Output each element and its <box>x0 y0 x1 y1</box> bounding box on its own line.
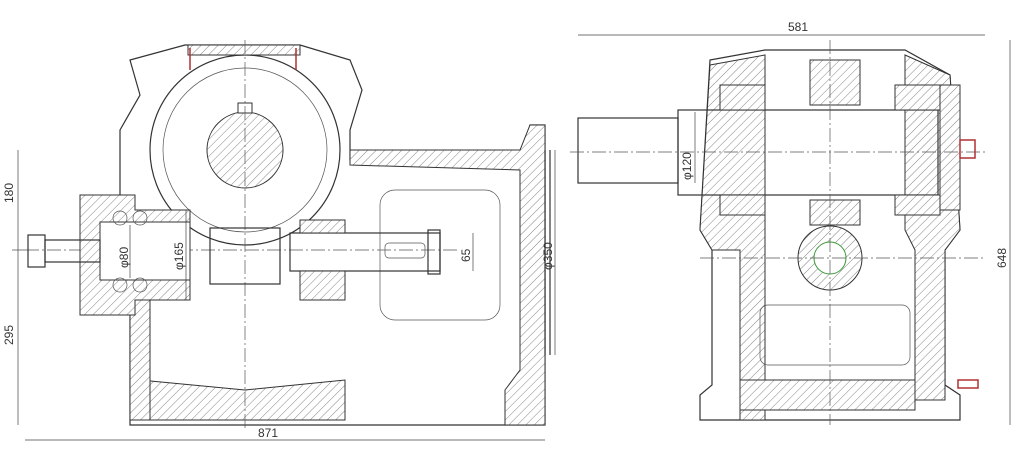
dim-side-height: 648 <box>995 248 1009 268</box>
front-view: 871 180 295 φ80 φ165 65 φ350 <box>2 40 556 441</box>
housing-wall-hatch <box>349 124 546 426</box>
bearing-bore <box>99 221 191 281</box>
shaft-key <box>384 242 426 259</box>
input-nut <box>27 234 46 268</box>
output-shaft <box>289 232 441 272</box>
drain-plug <box>957 379 979 389</box>
dim-bearing-dia: φ80 <box>117 247 131 268</box>
bearing-left-lower <box>719 194 766 216</box>
dim-worm-dia: φ165 <box>172 242 186 270</box>
top-cover <box>187 44 301 56</box>
bearing-left <box>719 84 766 111</box>
side-housing-outline <box>699 49 961 421</box>
bearing-ball <box>112 210 128 226</box>
bearing-ball <box>132 277 148 293</box>
dim-lower-height: 295 <box>2 325 16 345</box>
side-base-hatch <box>739 379 916 411</box>
dim-side-shaft-dia: φ120 <box>680 152 694 180</box>
vent-plug <box>959 139 976 159</box>
dim-shaft-dia: 65 <box>459 248 473 262</box>
dim-side-width: 581 <box>788 20 808 34</box>
bottom-inspection-hole <box>379 189 501 321</box>
lower-cavity <box>759 304 911 366</box>
side-wall-hatch <box>699 54 766 421</box>
bearing-ball <box>132 210 148 226</box>
worm <box>209 227 281 285</box>
dim-overall-width: 871 <box>258 426 278 440</box>
dim-upper-height: 180 <box>2 183 16 203</box>
side-view: 581 648 φ120 <box>570 20 1011 425</box>
bearing-right <box>894 84 941 111</box>
bearing-right-lower <box>894 194 941 216</box>
dim-flange-dia: φ350 <box>541 242 555 270</box>
gear-rim-hatch <box>809 59 861 106</box>
side-shaft <box>677 109 939 196</box>
housing-base-hatch <box>139 379 346 421</box>
gear-rim-hatch-lower <box>809 199 861 226</box>
input-shaft-taper <box>577 117 679 184</box>
end-cap <box>939 84 961 211</box>
housing-left-wall-hatch <box>120 299 151 421</box>
bearing-ball <box>112 277 128 293</box>
seal-hatch <box>299 219 346 301</box>
nut <box>427 229 441 275</box>
